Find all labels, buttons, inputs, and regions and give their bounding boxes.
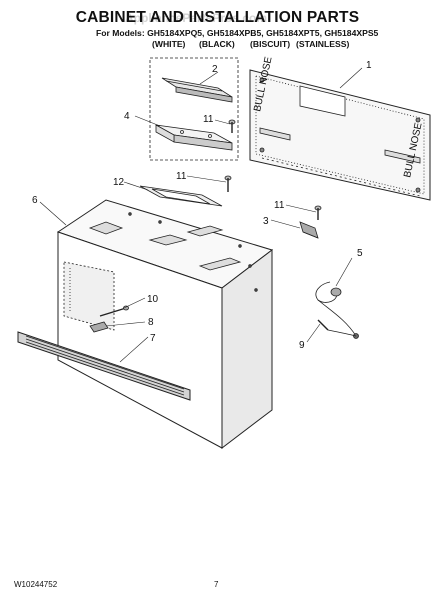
part-9-screw	[317, 319, 357, 337]
callout-7: 7	[150, 333, 156, 344]
part-8-tab	[89, 321, 109, 333]
part-2-top-strip	[161, 77, 233, 103]
callout-8: 8	[148, 317, 154, 328]
model-stainless: GH5184XPS5	[324, 28, 379, 38]
document-number: W10244752	[14, 580, 58, 589]
part-11-screw-c	[314, 205, 322, 220]
leader-lines	[39, 67, 363, 363]
model-black: GH5184XPB5,	[206, 28, 264, 38]
callout-9: 9	[299, 340, 305, 351]
callout-11a: 11	[203, 114, 214, 125]
part-5-thermal-cutout	[315, 281, 359, 339]
part-10-screw	[99, 305, 129, 317]
finish-stainless: (STAINLESS)	[296, 39, 350, 49]
part-11-screw-a	[228, 119, 236, 133]
page-title: CABINET AND INSTALLATION PARTS	[75, 9, 360, 26]
callout-11c: 11	[274, 200, 285, 211]
part-6-cabinet	[56, 199, 274, 450]
callout-10: 10	[147, 294, 159, 305]
watermark: AppliancePartsPros.com	[125, 11, 268, 25]
callout-3: 3	[263, 216, 269, 227]
callout-2: 2	[212, 64, 218, 75]
part-11-screw-b	[224, 175, 232, 192]
models-prefix: For Models:	[96, 28, 145, 38]
model-white: GH5184XPQ5,	[147, 28, 205, 38]
callout-6: 6	[32, 195, 38, 206]
models-line: For Models: GH5184XPQ5, GH5184XPB5, GH51…	[96, 28, 378, 38]
part-1-mounting-plate	[249, 69, 431, 201]
part-3-clip	[299, 221, 319, 239]
callout-5: 5	[357, 248, 363, 259]
part-12-gasket	[139, 185, 223, 207]
callout-11b: 11	[176, 171, 187, 182]
callout-1: 1	[366, 60, 372, 71]
part-4-bracket	[155, 124, 233, 151]
finish-white: (WHITE)	[152, 39, 186, 49]
part-7-vent-grille	[17, 331, 191, 401]
callout-12: 12	[113, 177, 125, 188]
callout-4: 4	[124, 111, 130, 122]
model-biscuit: GH5184XPT5,	[266, 28, 322, 38]
page-number: 7	[214, 580, 219, 589]
finish-biscuit: (BISCUIT)	[250, 39, 291, 49]
finish-black: (BLACK)	[199, 39, 235, 49]
